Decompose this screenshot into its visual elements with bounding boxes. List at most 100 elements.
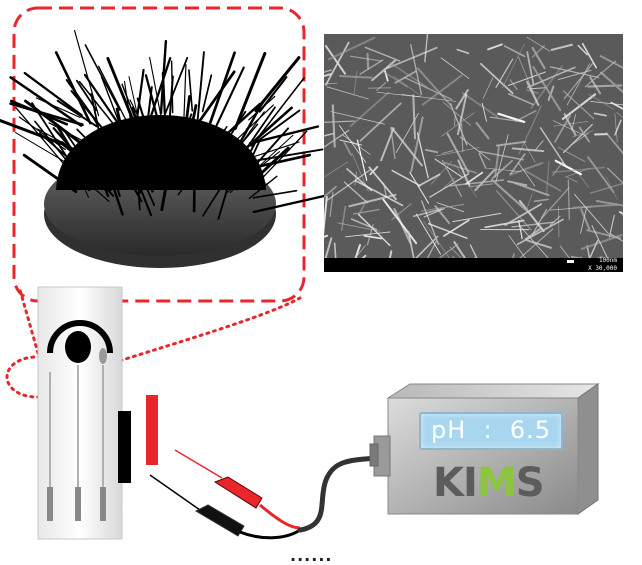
sem-nanowire [436,148,479,156]
sem-nanowire [355,172,356,185]
sem-nanowire [568,180,569,219]
sem-nanowire [606,133,623,157]
sem-nanowire [418,133,429,178]
sem-nanowire [513,148,544,151]
sem-magnification: X 30,000 [588,265,617,272]
sem-nanowire [530,88,547,89]
sem-nanowire [335,243,337,258]
sem-nanowire [527,194,532,209]
sem-nanowire [425,34,428,62]
sem-nanowire [462,124,463,152]
sem-nanowire [535,199,549,201]
partial-label: ...... [290,546,332,565]
nanowire-spike [256,148,288,178]
sem-nanowire [535,141,543,151]
sem-nanowire [572,115,576,131]
ph-reading: pH : 6.5 [421,416,561,444]
sem-nanowire [342,207,346,231]
sem-nanowire [324,162,348,188]
ph-display: pH : 6.5 [419,412,563,450]
sem-nanowire [601,73,623,103]
sem-nanowire [552,45,572,50]
meter-cable [300,458,380,530]
sem-nanowire [497,142,526,146]
sem-nanowire [560,246,576,258]
sem-nanowire [441,58,469,79]
sem-nanowire [542,188,569,218]
working-electrode [65,331,91,363]
nanowire-spike [257,78,304,139]
sem-nanowire [327,87,369,99]
sem-nanowire [622,214,623,223]
nanowire-spike [184,65,186,123]
sem-nanowire [588,157,614,192]
sem-nanowire [324,121,354,122]
sem-scale-bar [567,260,574,263]
sem-nanowire [515,183,549,195]
sem-nanowire [591,184,623,193]
sem-nanowire [408,232,419,258]
brand-logo-prefix: KI [433,460,477,506]
sem-nanowire [524,143,535,163]
sem-nanowire [360,60,383,74]
connector-red-pad [146,395,158,465]
sem-scale-label: 100nm [599,258,617,264]
sem-nanowire [585,61,615,87]
red-clip [215,477,262,508]
sem-nanowire [354,210,379,214]
brand-logo: KIMS [433,460,544,506]
sem-nanowire [457,50,468,54]
black-clip [196,505,244,536]
sem-nanowire [579,175,588,187]
sem-nanowire [381,251,391,258]
sem-nanowire [453,213,501,221]
sem-nanowire [426,150,437,152]
sem-nanowire [527,37,550,51]
strip-contact-3 [100,487,106,521]
strip-contact-1 [47,487,53,521]
nanowire-electrode-illustration [0,31,327,268]
sem-nanowire [326,43,349,85]
sem-nanowire [443,102,470,125]
sem-micrograph: 100nm X 30,000 [324,34,623,272]
sem-nanowire [477,123,489,138]
sem-nanowire [350,56,381,61]
sem-nanowire [547,162,549,193]
sem-nanowire [601,56,623,81]
sem-nanowire [615,114,617,143]
test-leads [150,450,380,538]
brand-logo-suffix: S [516,460,544,506]
sem-nanowire [574,194,608,233]
sem-nanowire [377,83,386,91]
sem-nanowire [553,162,563,175]
sem-info-bar [324,258,623,272]
sem-nanowire [324,236,327,251]
sem-nanowire [330,192,333,216]
connector-black-pad [118,411,131,483]
sem-nanowire [356,181,403,206]
sem-nanowire [488,44,502,49]
sem-nanowire [357,140,366,180]
sem-nanowire [364,236,381,239]
nanowire-texture [324,34,623,258]
sem-nanowire [479,151,523,159]
sem-nanowire [410,172,429,203]
sem-nanowire [435,206,449,223]
sem-nanowire [505,46,525,56]
sem-nanowire [383,200,416,244]
nanowire-spike [256,58,299,111]
reference-electrode [99,348,107,364]
sem-nanowire [360,103,400,140]
sensor-strip [38,287,122,539]
sem-nanowire [324,238,331,258]
sem-nanowire [595,113,606,115]
sem-nanowire [349,195,395,206]
sem-nanowire [573,205,617,208]
sem-nanowire [516,111,536,121]
sem-nanowire [392,171,420,186]
sem-nanowire [609,215,614,237]
sem-nanowire [564,64,592,99]
sem-nanowire [587,230,620,238]
sem-nanowire [470,245,478,258]
sem-nanowire [558,147,585,161]
